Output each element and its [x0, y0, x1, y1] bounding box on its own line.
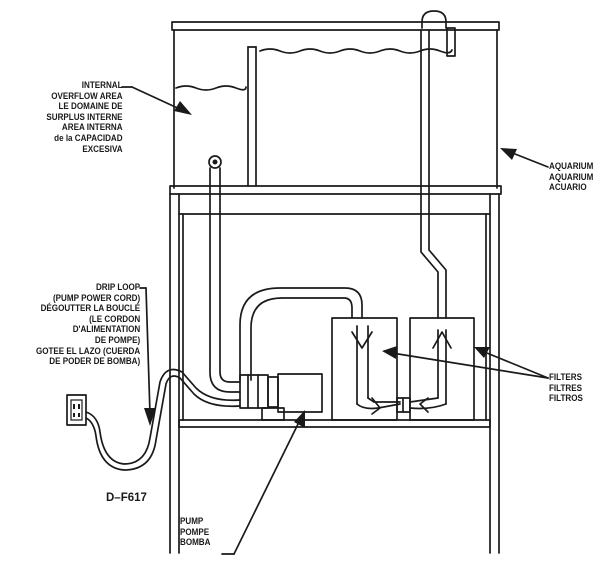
drain-pipe — [208, 155, 241, 393]
overflow-line-3: LE DOMAINE DE — [58, 100, 123, 112]
pump-hose — [239, 287, 363, 381]
overflow-line-4: SURPLUS INTERNE — [46, 110, 123, 122]
drip-loop-line-8: DE PODER DE BOMBA) — [49, 355, 140, 367]
drip-loop-line-1: DRIP LOOP — [95, 281, 140, 292]
drip-loop-line-6: DE POMPE) — [94, 333, 140, 345]
label-drip-loop: DRIP LOOP (PUMP POWER CORD) DÉGOUTTER LA… — [35, 281, 140, 367]
overflow-line-7: EXCESIVA — [82, 142, 123, 154]
drip-loop-line-5: D'ALIMENTATION — [72, 323, 140, 335]
filters-line-1: FILTERS — [549, 371, 583, 382]
pump — [239, 373, 323, 421]
leader-arrows — [121, 86, 549, 555]
stand — [169, 193, 500, 554]
power-cord — [85, 368, 241, 471]
aquarium-tank — [169, 21, 502, 195]
pump-line-1: PUMP — [180, 515, 204, 526]
aquarium-line-3: ACUARIO — [549, 181, 587, 193]
return-pipe — [420, 10, 456, 319]
overflow-wall — [247, 46, 257, 187]
overflow-line-5: AREA INTERNA — [62, 121, 123, 133]
label-aquarium: AQUARIUM AQUARIUM ACUARIO — [549, 160, 594, 193]
label-filters: FILTERS FILTRES FILTROS — [549, 371, 583, 404]
label-pump: PUMP POMPE BOMBA — [180, 515, 211, 548]
drawing-code: D–F617 — [106, 492, 147, 504]
drip-loop-line-7: GOTEE EL LAZO (CUERDA — [35, 344, 140, 356]
label-internal-overflow: INTERNAL OVERFLOW AREA LE DOMAINE DE SUR… — [46, 79, 123, 154]
filters-line-3: FILTROS — [549, 392, 583, 404]
overflow-line-2: OVERFLOW AREA — [51, 89, 123, 101]
overflow-line-1: INTERNAL — [82, 79, 123, 90]
pump-line-2: POMPE — [180, 525, 210, 537]
aquarium-line-1: AQUARIUM — [549, 160, 594, 171]
outlet — [66, 394, 87, 426]
pump-line-3: BOMBA — [180, 536, 211, 548]
drip-loop-line-4: (LE CORDON — [88, 312, 140, 324]
overflow-line-6: de la CAPACIDAD — [54, 131, 123, 143]
aquarium-line-2: AQUARIUM — [549, 170, 594, 182]
filters-line-2: FILTRES — [549, 381, 583, 393]
drip-loop-line-2: (PUMP POWER CORD) — [52, 291, 140, 303]
filters — [331, 317, 475, 421]
drip-loop-line-3: DÉGOUTTER LA BOUCLÉ — [40, 302, 140, 314]
